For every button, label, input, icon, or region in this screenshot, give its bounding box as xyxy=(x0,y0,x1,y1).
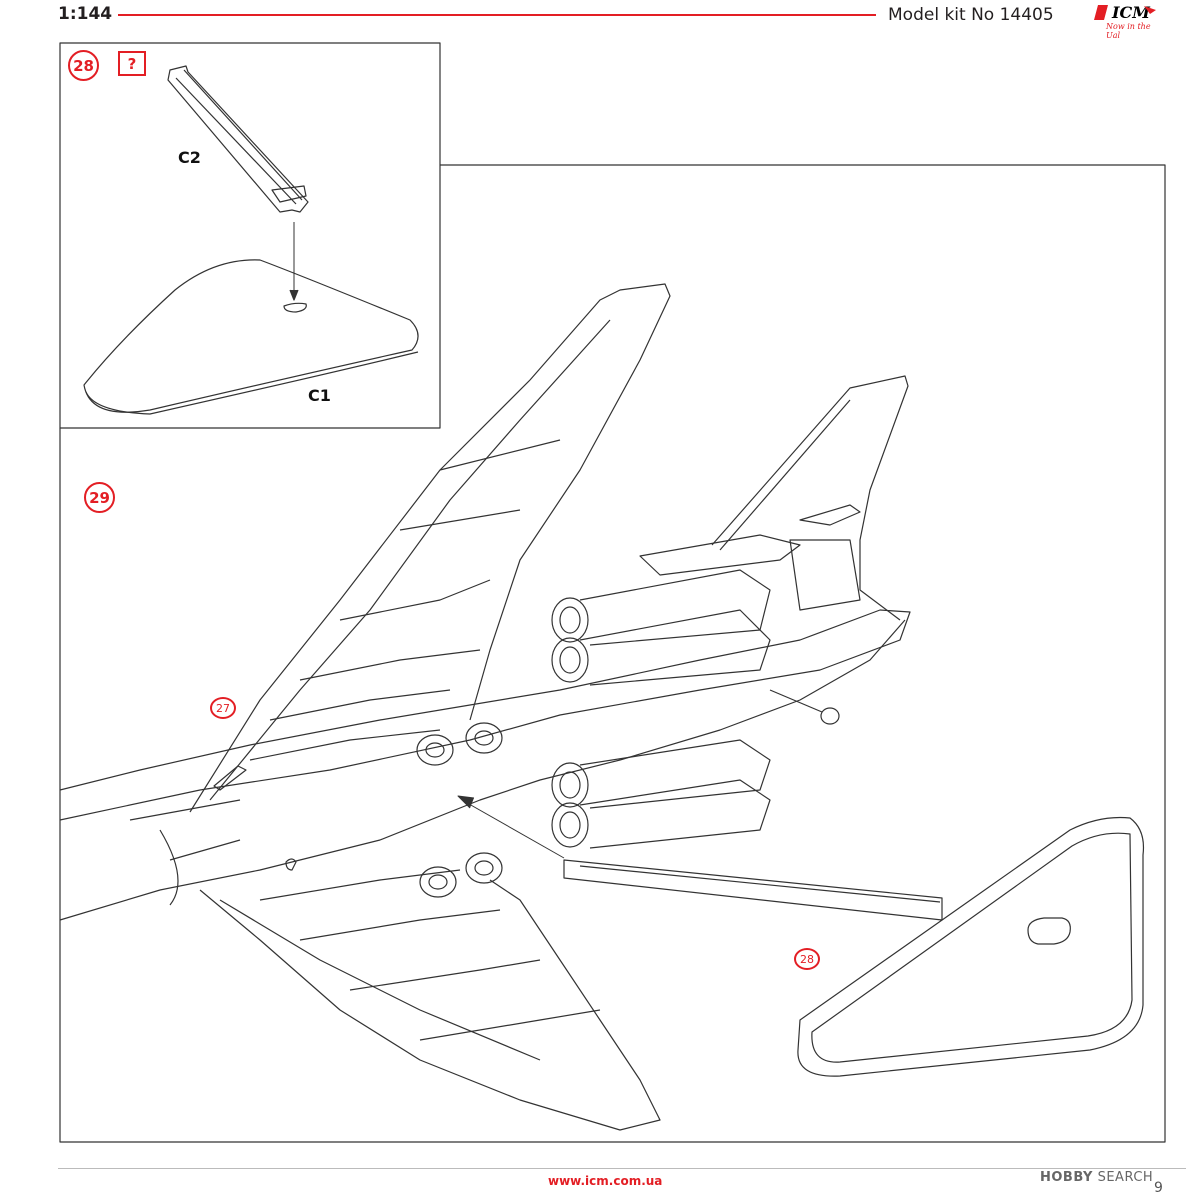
aircraft-landing-gear xyxy=(416,689,840,898)
icm-logo-icon: ICM xyxy=(1094,3,1156,22)
reference-28-marker: 28 xyxy=(794,948,820,970)
step28-frame xyxy=(59,42,441,429)
aircraft-engines xyxy=(551,534,801,849)
icm-logo: ICM Now in the Ual xyxy=(1092,2,1164,40)
part-label-c1: C1 xyxy=(308,386,331,405)
hobby-search-watermark: HOBBY SEARCH xyxy=(1040,1170,1154,1185)
step-29-marker: 29 xyxy=(84,482,115,513)
stand-assembly xyxy=(563,816,1145,1077)
scale-label: 1:144 xyxy=(58,4,113,24)
header-divider xyxy=(118,14,876,16)
question-box-icon: ? xyxy=(118,51,146,76)
logo-tagline: Now in the Ual xyxy=(1106,22,1151,40)
aircraft-lower-wing xyxy=(199,869,661,1131)
step29-frame xyxy=(59,164,1166,1143)
footer-divider xyxy=(58,1168,1186,1169)
aircraft-fuselage xyxy=(59,609,911,921)
reference-27-marker: 27 xyxy=(210,697,236,719)
page-number: 9 xyxy=(1154,1180,1163,1196)
strut-c2-inset xyxy=(167,65,309,213)
svg-text:ICM: ICM xyxy=(1111,3,1151,22)
model-kit-title: Model kit No 14405 xyxy=(888,5,1054,25)
aircraft-upper-wing xyxy=(189,283,671,813)
step-28-marker: 28 xyxy=(68,50,99,81)
part-label-c2: C2 xyxy=(178,148,201,167)
footer-url[interactable]: www.icm.com.ua xyxy=(548,1174,663,1188)
stand-base-c1-inset xyxy=(83,259,419,415)
aircraft-tail-fin xyxy=(711,375,909,621)
